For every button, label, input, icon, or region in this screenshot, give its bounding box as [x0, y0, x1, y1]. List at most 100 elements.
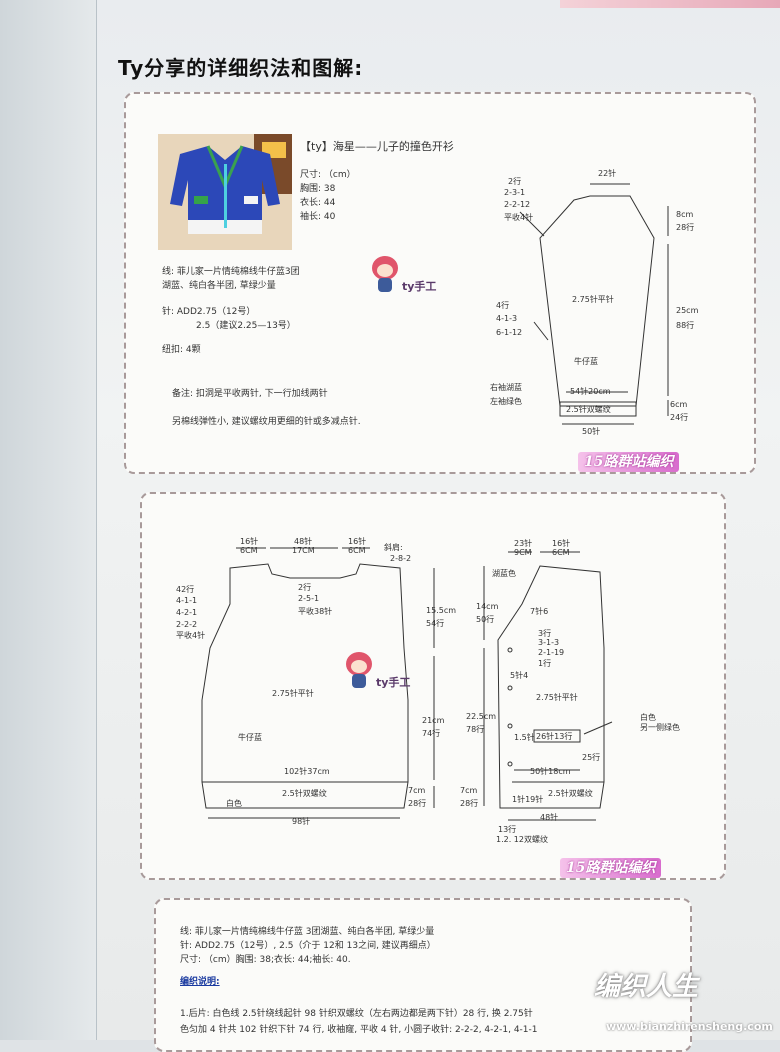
- front-rib: 2.5针双螺纹: [548, 789, 593, 798]
- front-rib-height: 7cm: [460, 786, 478, 795]
- sleeve-rib: 2.5针双螺纹: [566, 405, 611, 414]
- sleeve-body-stitch: 2.75针平针: [572, 295, 614, 304]
- sleeve-cap-bind: 平收4针: [504, 213, 534, 222]
- note-1: 备注: 扣洞是平收两针, 下一行加线两针: [172, 389, 328, 399]
- chest-size: 胸围: 38: [300, 184, 336, 194]
- pattern-title: 【ty】海星——儿子的撞色开衫: [300, 140, 454, 153]
- shoulder-slope-title: 斜肩:: [384, 543, 403, 552]
- front-rib-side: 1针19针: [512, 795, 544, 804]
- front-neck-note-1: 7针6: [530, 607, 549, 616]
- back-rib: 2.5针双螺纹: [282, 789, 327, 798]
- sleeve-size: 袖长: 40: [300, 212, 336, 222]
- length-size: 衣长: 44: [300, 198, 336, 208]
- site-ribbon-2: 15路群站编织: [560, 858, 662, 878]
- front-band-rib: 1.2. 12双螺纹: [496, 835, 548, 844]
- front-body-stitch: 2.75针平针: [536, 693, 578, 702]
- back-neck-cm: 17CM: [292, 546, 315, 555]
- button-info: 纽扣: 4颗: [162, 345, 201, 355]
- pocket-color: 白色: [640, 713, 656, 722]
- back-rib-color: 白色: [226, 799, 242, 808]
- right-cuff-color: 右袖湖蓝: [490, 383, 522, 392]
- left-cuff-color: 左袖绿色: [490, 397, 522, 406]
- front-armhole-height: 14cm: [476, 602, 499, 611]
- sleeve-width: 54针20cm: [570, 387, 611, 396]
- front-band-color: 湖蓝色: [492, 569, 516, 578]
- armhole-bind: 平收4针: [176, 631, 206, 640]
- back-armhole-height: 15.5cm: [426, 606, 457, 615]
- sleeve-inc-2: 6-1-12: [496, 328, 523, 337]
- site-ribbon-1: 15路群站编织: [578, 452, 680, 472]
- site-watermark: 编织人生: [594, 972, 699, 1002]
- back-rib-rows: 28行: [408, 799, 427, 808]
- site-watermark-url: www.bianzhirensheng.com: [606, 1020, 773, 1033]
- sleeve-cap-rows: 2行: [508, 177, 522, 186]
- instructions-section: 编织说明:: [180, 977, 220, 987]
- cuff-rows: 24行: [670, 413, 689, 422]
- armhole-dec-3: 2-2-2: [176, 620, 198, 629]
- sleeve-inc-rows: 4行: [496, 301, 510, 310]
- front-neck-cm: 9CM: [514, 548, 532, 557]
- back-cast-on: 98针: [292, 817, 311, 826]
- front-neck-rows: 3行: [538, 629, 552, 638]
- pattern-panel-body: [140, 492, 726, 880]
- pocket-side: 1.5针: [514, 733, 535, 742]
- front-rib-rows: 28行: [460, 799, 479, 808]
- front-armhole-rows: 50行: [476, 615, 495, 624]
- back-body-stitch: 2.75针平针: [272, 689, 314, 698]
- sleeve-body-rows: 88行: [676, 321, 695, 330]
- pocket-top: 26针13行: [536, 732, 573, 741]
- yarn-info-2: 湖蓝、纯白各半团, 草绿少量: [162, 281, 276, 291]
- back-body-rows: 74行: [422, 729, 441, 738]
- sleeve-cap-height: 8cm: [676, 210, 694, 219]
- back-rib-height: 7cm: [408, 786, 426, 795]
- top-banner-image: [560, 0, 780, 8]
- front-buttonhole-note: 5针4: [510, 671, 529, 680]
- brand-logo-2: ty手工: [376, 676, 411, 689]
- cuff-height: 6cm: [670, 400, 688, 409]
- sleeve-top-stitches: 22针: [598, 169, 617, 178]
- mascot-logo-1: [368, 256, 402, 296]
- front-band-rows: 13行: [498, 825, 517, 834]
- pattern-panel-instructions: [154, 898, 692, 1052]
- instructions-line-1: 线: 菲儿家一片情纯棉线牛仔蓝 3团湖蓝、纯白各半团, 草绿少量: [180, 927, 435, 937]
- sleeve-cast-on: 50针: [582, 427, 601, 436]
- front-body-height: 22.5cm: [466, 712, 497, 721]
- brand-logo-1: ty手工: [402, 280, 437, 293]
- back-shoulder-stitches: 16针: [240, 537, 259, 546]
- front-shoulder-cm: 6CM: [552, 548, 570, 557]
- front-neck-dec-1: 3-1-3: [538, 638, 560, 647]
- pocket-other-color: 另一侧绿色: [640, 723, 680, 732]
- back-shoulder-cm-right: 6CM: [348, 546, 366, 555]
- sidebar-divider: [96, 0, 97, 1040]
- back-neck-rows: 2行: [298, 583, 312, 592]
- shoulder-slope: 2-8-2: [390, 554, 412, 563]
- front-neck-stitches: 23针: [514, 539, 533, 548]
- sleeve-body-height: 25cm: [676, 306, 699, 315]
- armhole-dec-2: 4-2-1: [176, 608, 198, 617]
- instructions-line-2: 针: ADD2.75（12号）, 2.5（介于 12和 13之间, 建议再细点）: [180, 941, 436, 951]
- needle-info-1: 针: ADD2.75（12号）: [162, 307, 256, 317]
- front-body-rows: 78行: [466, 725, 485, 734]
- note-2: 另棉线弹性小, 建议螺纹用更细的针或多减点针.: [172, 417, 361, 427]
- front-neck-dec-2: 2-1-19: [538, 648, 565, 657]
- pocket-width: 50针18cm: [530, 767, 571, 776]
- front-shoulder-stitches: 16针: [552, 539, 571, 548]
- pocket-rows: 25行: [582, 753, 601, 762]
- back-neck-dec: 2-5-1: [298, 594, 320, 603]
- sleeve-cap-dec-1: 2-3-1: [504, 188, 526, 197]
- armhole-dec-1: 4-1-1: [176, 596, 198, 605]
- sleeve-inc-1: 4-1-3: [496, 314, 518, 323]
- sweater-photo: [158, 134, 292, 250]
- instructions-line-5: 色匀加 4 针共 102 针织下针 74 行, 收袖窿, 平收 4 针, 小圆子…: [180, 1025, 538, 1035]
- back-color: 牛仔蓝: [238, 733, 262, 742]
- back-neck-bind: 平收38针: [298, 607, 333, 616]
- instructions-line-4: 1.后片: 白色线 2.5针绕线起针 98 针织双螺纹（左右两边都是两下针）28…: [180, 1009, 533, 1019]
- armhole-rows: 42行: [176, 585, 195, 594]
- page-heading: Ty分享的详细织法和图解:: [118, 56, 364, 80]
- needle-info-2: 2.5（建议2.25—13号）: [196, 321, 296, 331]
- mascot-logo-2: [342, 652, 376, 692]
- back-shoulder-stitches-right: 16针: [348, 537, 367, 546]
- size-label: 尺寸: （cm）: [300, 170, 356, 180]
